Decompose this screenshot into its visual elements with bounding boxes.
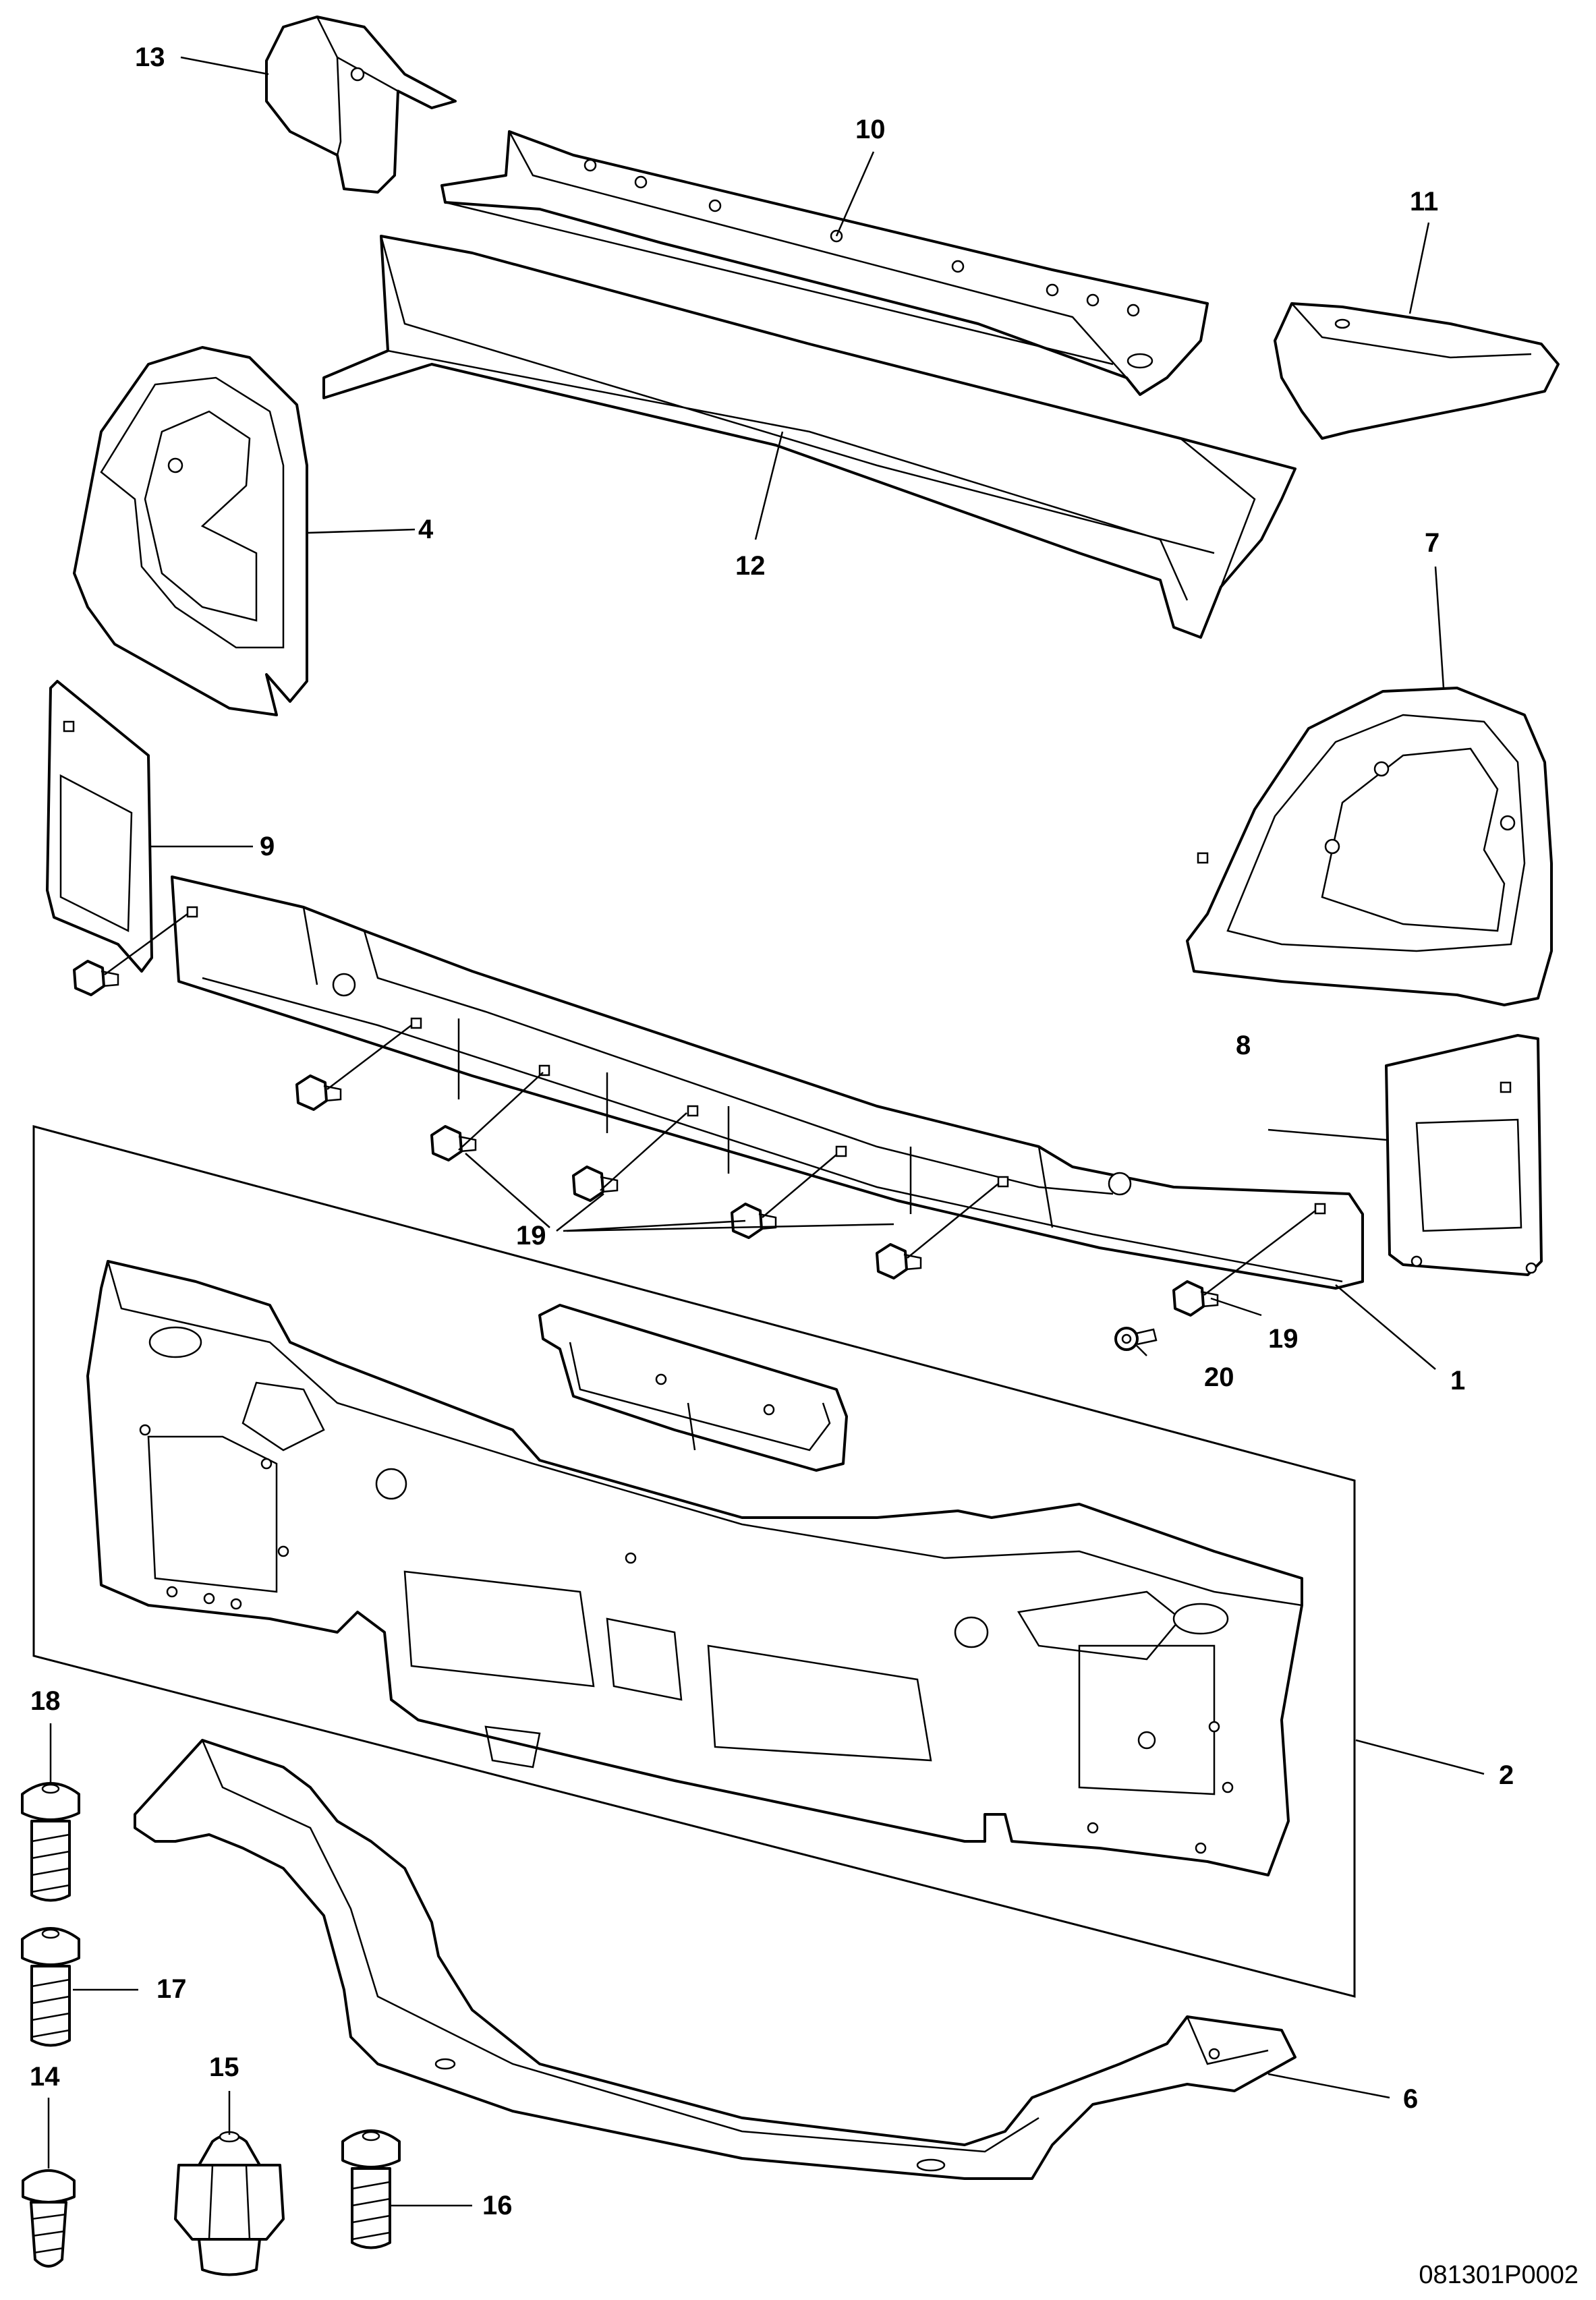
callout-11: 11 xyxy=(1410,187,1438,217)
callout-15: 15 xyxy=(209,2052,239,2082)
fastener-19-group xyxy=(73,960,1219,1317)
part-4-left-panel xyxy=(73,346,308,716)
part-12-channel xyxy=(322,235,1296,639)
rear-panel-bracket xyxy=(538,1304,848,1472)
callout-13: 13 xyxy=(135,42,165,72)
fastener-19 xyxy=(572,1166,619,1202)
fastener-18 xyxy=(21,1782,80,1902)
leader-lines xyxy=(47,56,1485,2207)
part-9-left-reinforcement xyxy=(46,680,153,973)
part-6-lower-crossmember xyxy=(134,1739,1296,2180)
callout-16: 16 xyxy=(482,2191,513,2220)
callout-18: 18 xyxy=(30,1686,61,1716)
part-1-rear-crossmember xyxy=(171,875,1364,1290)
fastener-19 xyxy=(430,1125,477,1161)
fastener-15 xyxy=(174,2131,285,2276)
callout-19-right: 19 xyxy=(1268,1324,1299,1354)
callout-7: 7 xyxy=(1425,528,1440,558)
fastener-17 xyxy=(21,1927,80,2047)
part-11-bracket xyxy=(1274,302,1560,440)
fastener-19 xyxy=(876,1243,922,1280)
fastener-19 xyxy=(73,960,119,996)
callout-10: 10 xyxy=(855,115,886,144)
reference-code: 081301P0002 xyxy=(1419,2261,1578,2289)
part-10-upper-crossmember xyxy=(440,130,1209,396)
callout-17: 17 xyxy=(156,1974,187,2004)
callout-labels: 13 10 11 4 12 7 9 8 19 19 20 1 2 18 17 1… xyxy=(30,42,1514,2220)
callout-12: 12 xyxy=(735,551,766,581)
fastener-16 xyxy=(341,2129,401,2249)
fastener-19 xyxy=(731,1203,777,1239)
fastener-19 xyxy=(295,1074,342,1111)
part-7-right-panel xyxy=(1186,687,1553,1006)
callout-8: 8 xyxy=(1236,1031,1251,1060)
callout-6: 6 xyxy=(1403,2084,1418,2114)
callout-9: 9 xyxy=(260,832,275,861)
part-8-right-reinforcement xyxy=(1385,1034,1543,1276)
part-2-rear-panel xyxy=(86,1260,1303,1876)
callout-4: 4 xyxy=(418,515,434,544)
fastener-14 xyxy=(22,2169,76,2268)
callout-19-left: 19 xyxy=(516,1221,546,1250)
part-13-bracket xyxy=(265,16,457,194)
callout-20: 20 xyxy=(1204,1362,1234,1392)
callout-14: 14 xyxy=(30,2062,60,2092)
callout-1: 1 xyxy=(1450,1366,1465,1396)
assembly-frame xyxy=(32,1125,1356,1998)
fastener-20 xyxy=(1114,1327,1158,1351)
callout-2: 2 xyxy=(1499,1760,1514,1790)
